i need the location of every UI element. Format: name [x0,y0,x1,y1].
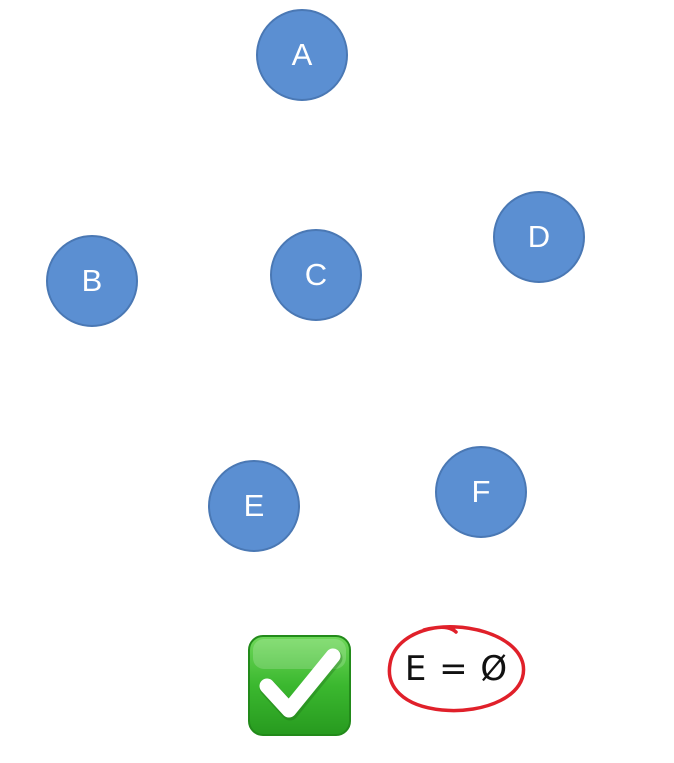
formula-text: E = Ø [404,649,509,689]
graph-node-c: C [270,229,362,321]
graph-node-b: B [46,235,138,327]
node-label-d: D [527,219,551,254]
graph-node-a: A [256,9,348,101]
node-label-b: B [81,263,103,298]
check-mark-icon [247,634,352,737]
node-label-e: E [243,488,265,523]
node-label-a: A [291,37,313,72]
node-label-f: F [471,474,491,509]
graph-node-f: F [435,446,527,538]
empty-edge-set-formula: E = Ø [384,620,529,718]
node-label-c: C [304,257,328,292]
red-circle-annotation [387,625,526,713]
graph-node-e: E [208,460,300,552]
graph-node-d: D [493,191,585,283]
